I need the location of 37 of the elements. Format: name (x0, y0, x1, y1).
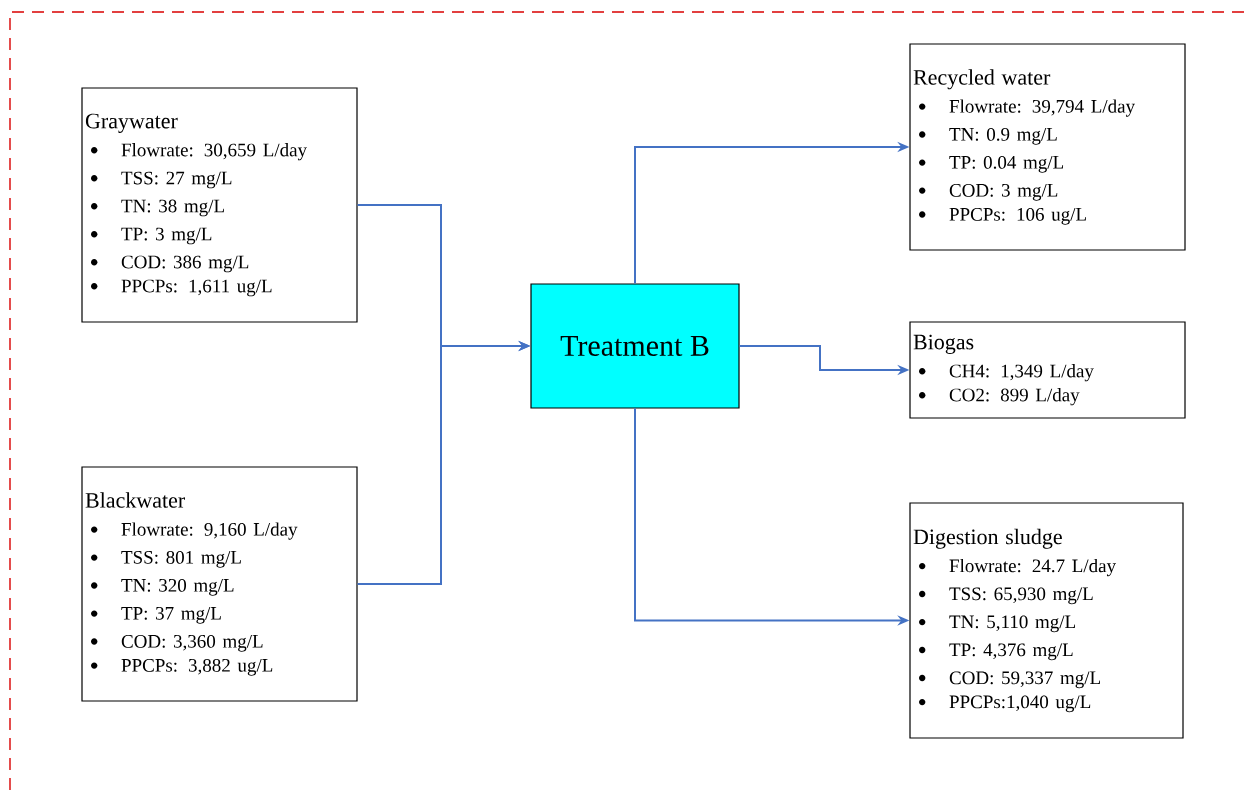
bullet-item: COD: 386 mg/L (91, 255, 249, 273)
bullet-item: TSS: 65,930 mg/L (919, 587, 1093, 605)
bullet-item: TN: 5,110 mg/L (919, 615, 1075, 633)
bullet-item: COD: 3,360 mg/L (91, 634, 263, 652)
box-heading: Blackwater (85, 492, 185, 508)
box-heading: Biogas (913, 334, 974, 354)
bullet-item: TP: 4,376 mg/L (919, 643, 1073, 661)
bullet-item: Flowrate: 39,794 L/day (919, 99, 1135, 117)
box-label: Treatment B (560, 336, 709, 356)
box-heading: Recycled water (913, 69, 1051, 90)
data-box (81, 87, 358, 323)
bullet-item: TP: 3 mg/L (91, 227, 212, 245)
process-box (530, 283, 740, 409)
bullet-item: TSS: 801 mg/L (91, 550, 241, 568)
bullet-item: TP: 37 mg/L (91, 607, 221, 624)
bullet-item: PPCPs: 1,611 ug/L (91, 279, 272, 297)
bullet-item: TP: 0.04 mg/L (919, 155, 1064, 173)
data-box (909, 43, 1186, 251)
bullet-item: CH4: 1,349 L/day (919, 364, 1094, 382)
bullet-item: PPCPs: 3,882 ug/L (91, 658, 273, 676)
data-box (909, 502, 1184, 739)
bullet-item: COD: 59,337 mg/L (919, 671, 1100, 689)
box-heading: Digestion sludge (913, 528, 1062, 549)
bullet-item: Flowrate: 24.7 L/day (919, 558, 1116, 577)
bullet-item: Flowrate: 30,659 L/day (91, 143, 307, 161)
bullet-item: PPCPs: 106 ug/L (919, 207, 1086, 225)
box-heading: Graywater (85, 113, 178, 133)
bullet-item: TN: 320 mg/L (91, 578, 234, 596)
bullet-item: CO2: 899 L/day (919, 388, 1080, 406)
bullet-item: TN: 0.9 mg/L (919, 127, 1057, 145)
bullet-item: COD: 3 mg/L (919, 184, 1058, 201)
bullet-item: TSS: 27 mg/L (91, 171, 232, 189)
bullet-item: TN: 38 mg/L (91, 199, 224, 217)
data-box (909, 321, 1186, 419)
data-box (81, 466, 358, 702)
bullet-item: PPCPs:1,040 ug/L (919, 695, 1091, 713)
bullet-item: Flowrate: 9,160 L/day (91, 522, 298, 540)
